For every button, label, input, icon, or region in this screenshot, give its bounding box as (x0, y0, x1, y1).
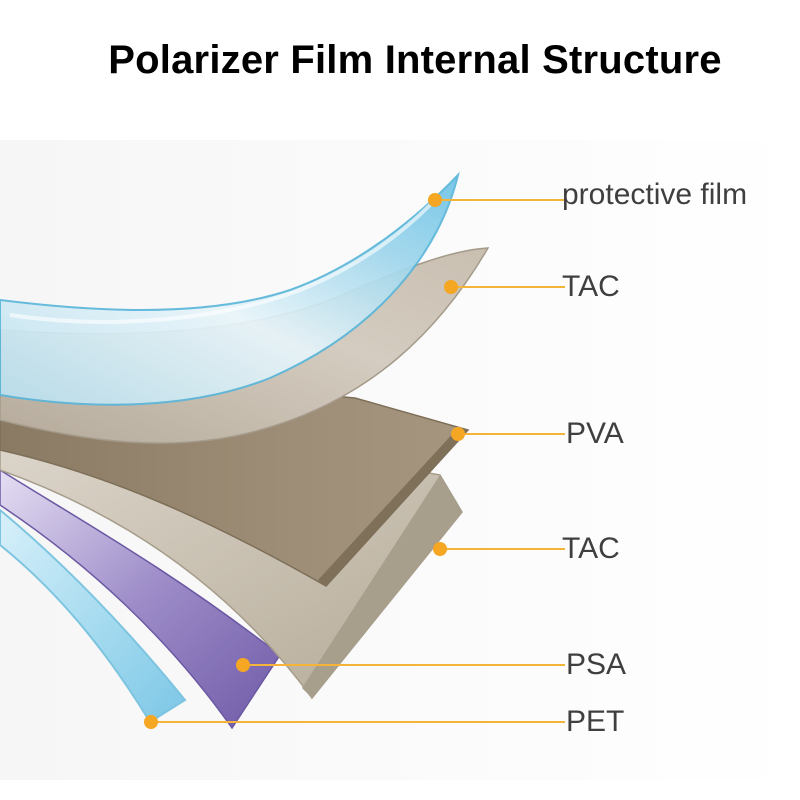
leader-dot-tac-lower (433, 542, 447, 556)
leader-dot-psa (236, 658, 250, 672)
leader-dot-protective-film (428, 193, 442, 207)
pva-edge (318, 428, 468, 586)
label-protective-film: protective film (562, 178, 748, 211)
tac-lower-edge (302, 475, 462, 698)
protective-film-highlight (9, 203, 432, 324)
protective-film-layer (0, 171, 460, 406)
leader-dot-pet (144, 715, 158, 729)
leader-dots (144, 193, 465, 729)
label-pva: PVA (566, 417, 624, 450)
psa-layer (0, 469, 282, 730)
label-psa: PSA (566, 648, 627, 681)
pet-layer (0, 508, 187, 724)
leader-dot-pva (451, 427, 465, 441)
leader-lines (151, 199, 565, 723)
label-tac-lower: TAC (562, 532, 620, 565)
page-title: Polarizer Film Internal Structure (108, 38, 722, 82)
leader-dot-tac-upper (444, 280, 458, 294)
label-pet: PET (566, 705, 625, 738)
label-tac-upper: TAC (562, 270, 620, 303)
